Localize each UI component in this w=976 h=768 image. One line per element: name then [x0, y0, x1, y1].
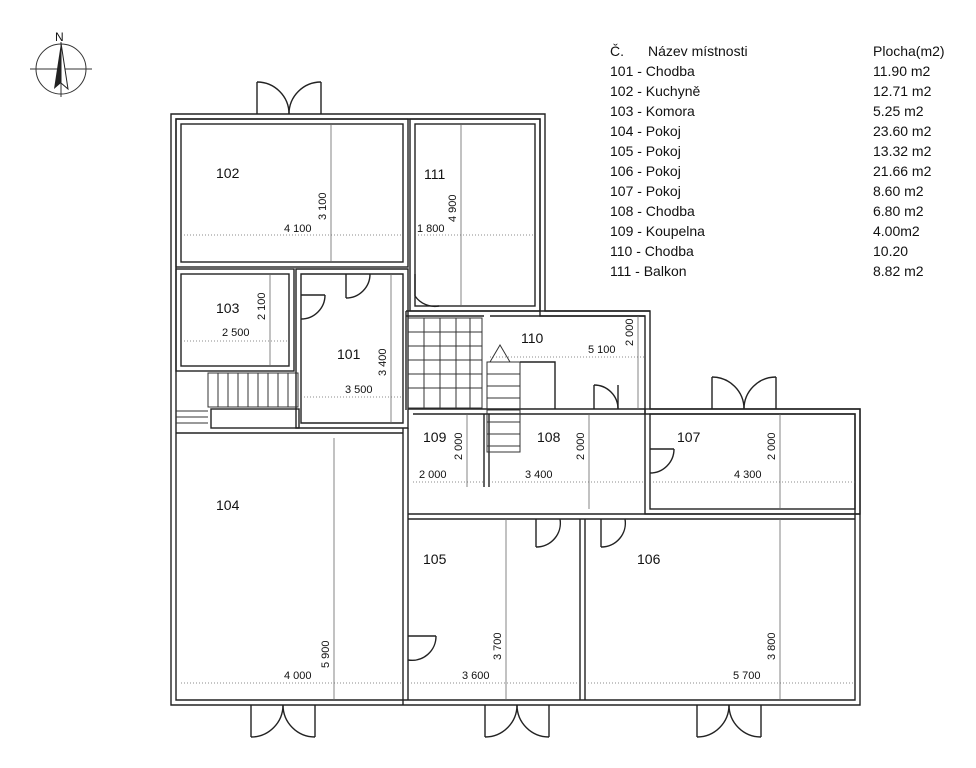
legend-header-number: Č. [610, 43, 624, 59]
dim-height-111: 4 900 [447, 194, 459, 222]
dimension-lines [181, 124, 855, 700]
dim-height-104: 5 900 [320, 640, 332, 668]
dim-width-101: 3 500 [345, 384, 373, 396]
legend-room: 103 - Komora [610, 103, 695, 119]
dim-width-110: 5 100 [588, 344, 616, 356]
legend-room: 101 - Chodba [610, 63, 695, 79]
room-label-107: 107 [677, 429, 701, 445]
dim-width-109: 2 000 [419, 469, 447, 481]
room-label-108: 108 [537, 429, 561, 445]
dim-width-108: 3 400 [525, 469, 553, 481]
room-label-111: 111 [424, 166, 445, 182]
legend-room: 107 - Pokoj [610, 183, 681, 199]
legend-area: 8.60 m2 [873, 183, 924, 199]
legend-area: 23.60 m2 [873, 123, 932, 139]
legend-room: 105 - Pokoj [610, 143, 681, 159]
dim-height-103: 2 100 [256, 292, 268, 320]
legend-room: 111 - Balkon [610, 263, 687, 279]
legend-room: 109 - Koupelna [610, 223, 705, 239]
north-label: N [55, 30, 64, 44]
legend-header-area: Plocha(m2) [873, 43, 945, 59]
legend-area: 12.71 m2 [873, 83, 932, 99]
room-label-102: 102 [216, 165, 240, 181]
legend-room: 102 - Kuchyně [610, 83, 701, 99]
stairs-center [407, 317, 521, 453]
room-label-109: 109 [423, 429, 447, 445]
stairs-left [176, 372, 299, 424]
legend-area: 4.00m2 [873, 223, 920, 239]
legend-header-name: Název místnosti [648, 43, 748, 59]
legend-room: 106 - Pokoj [610, 163, 681, 179]
dim-height-109: 2 000 [453, 432, 465, 460]
legend-room: 108 - Chodba [610, 203, 695, 219]
room-label-101: 101 [337, 346, 361, 362]
legend-area: 13.32 m2 [873, 143, 932, 159]
dim-width-104: 4 000 [284, 670, 312, 682]
dim-height-101: 3 400 [377, 348, 389, 376]
dim-width-103: 2 500 [222, 327, 250, 339]
dim-width-102: 4 100 [284, 223, 312, 235]
dim-height-102: 3 100 [317, 192, 329, 220]
room-label-103: 103 [216, 300, 240, 316]
dim-width-107: 4 300 [734, 469, 762, 481]
doors [250, 81, 777, 738]
dim-height-110: 2 000 [624, 318, 636, 346]
north-arrow-icon [30, 42, 92, 97]
legend-area: 10.20 [873, 243, 909, 259]
room-label-106: 106 [637, 551, 661, 567]
dim-width-105: 3 600 [462, 670, 490, 682]
dim-height-106: 3 800 [766, 632, 778, 660]
room-label-110: 110 [521, 330, 544, 346]
room-label-105: 105 [423, 551, 447, 567]
dim-width-106: 5 700 [733, 670, 761, 682]
dim-height-105: 3 700 [492, 632, 504, 660]
legend-area: 8.82 m2 [873, 263, 924, 279]
dim-width-111: 1 800 [417, 223, 445, 235]
legend-area: 21.66 m2 [873, 163, 932, 179]
legend-area: 6.80 m2 [873, 203, 924, 219]
interior-walls [175, 118, 861, 705]
legend-room: 110 - Chodba [610, 243, 694, 259]
legend-area: 5.25 m2 [873, 103, 924, 119]
legend-area: 11.90 m2 [873, 63, 931, 79]
legend-room: 104 - Pokoj [610, 123, 681, 139]
room-label-104: 104 [216, 497, 240, 513]
dim-height-108: 2 000 [575, 432, 587, 460]
dim-height-107: 2 000 [766, 432, 778, 460]
